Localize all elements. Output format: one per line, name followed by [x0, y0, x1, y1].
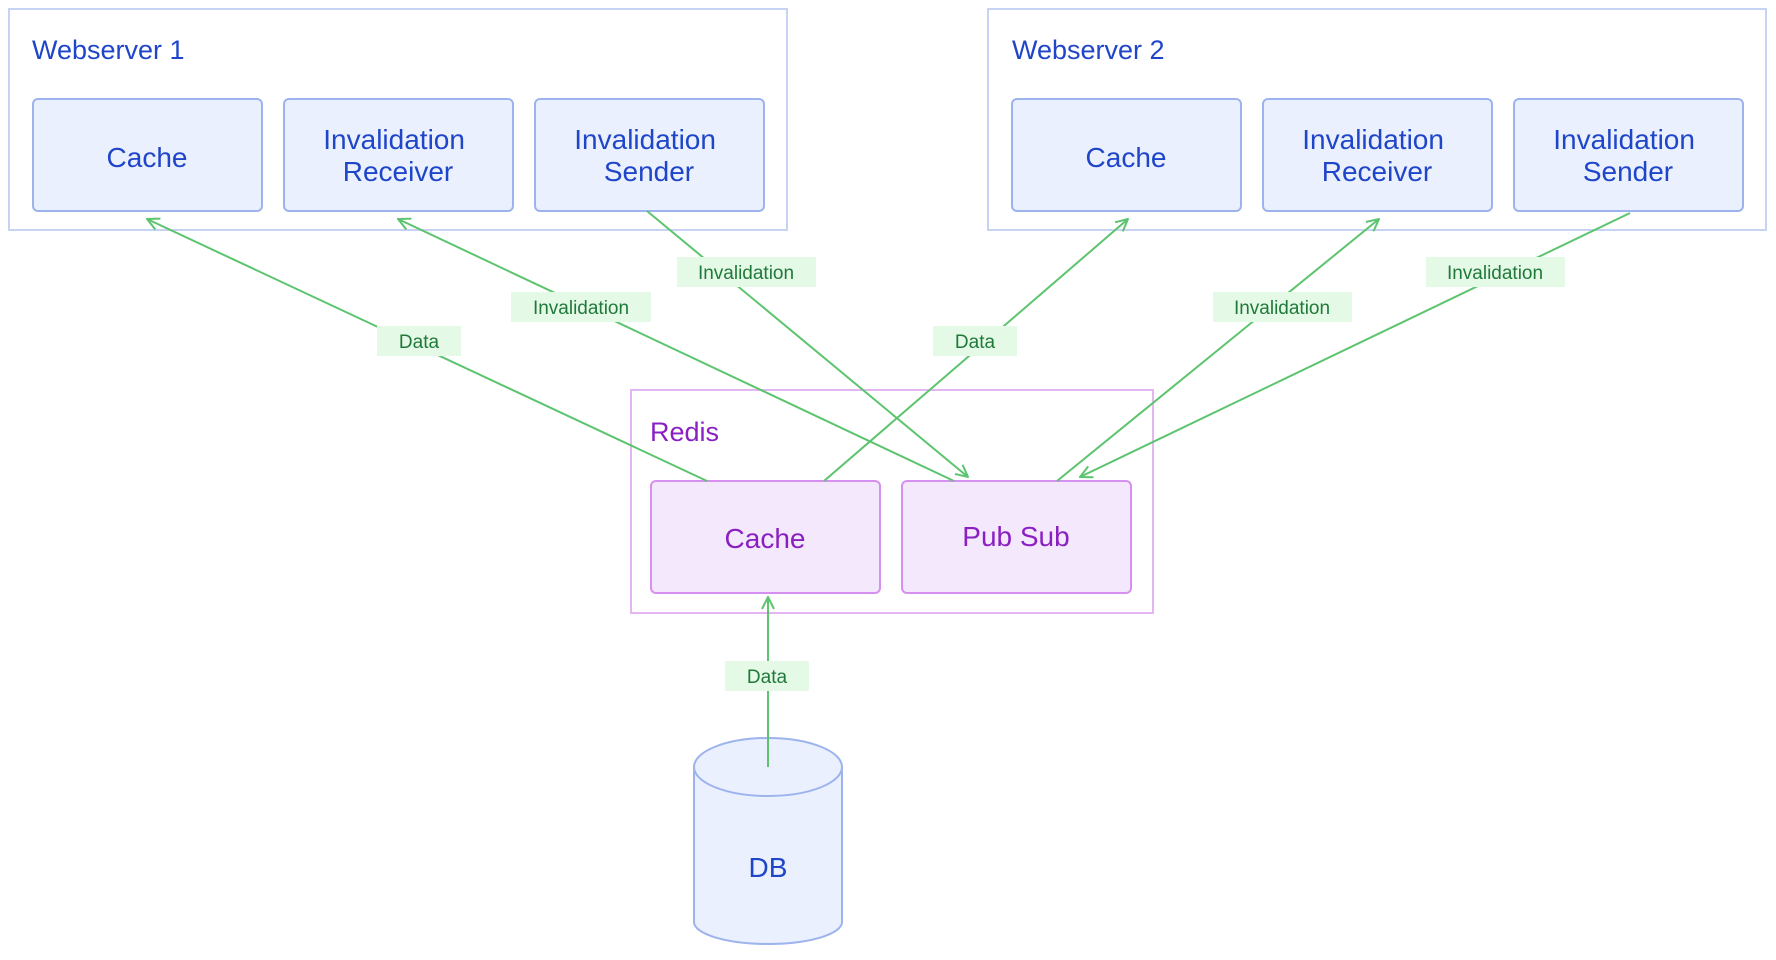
webserver-1-sender-label: Invalidation Sender — [574, 124, 723, 187]
edge-label-ws2-receiver-invalidation: Invalidation — [1213, 292, 1352, 322]
edge-ws2-sender-to-pubsub — [1080, 212, 1631, 477]
redis-pubsub-label: Pub Sub — [962, 521, 1069, 552]
edge-label-ws2-sender-invalidation-text: Invalidation — [1447, 263, 1543, 284]
redis-cache-node[interactable]: Cache — [650, 480, 881, 594]
redis-cache-label: Cache — [725, 523, 806, 554]
webserver-2-invalidation-sender-node[interactable]: Invalidation Sender — [1513, 98, 1744, 212]
edge-pubsub-to-ws1-receiver — [398, 219, 955, 482]
webserver-2-title: Webserver 2 — [1012, 35, 1165, 65]
edge-label-ws2-sender-invalidation: Invalidation — [1426, 257, 1565, 287]
edge-label-db-data-text: Data — [747, 667, 788, 688]
webserver-2-sender-label-line-1: Invalidation — [1553, 124, 1695, 155]
edge-ws1-sender-to-pubsub — [646, 210, 968, 477]
webserver-2-sender-label: Invalidation Sender — [1553, 124, 1702, 187]
webserver-2-sender-label-line-2: Sender — [1583, 156, 1673, 187]
db-cylinder-body — [693, 767, 843, 945]
edge-label-ws1-sender-invalidation-text: Invalidation — [698, 263, 794, 284]
webserver-2-cache-node[interactable]: Cache — [1011, 98, 1242, 212]
webserver-2-receiver-label-line-2: Receiver — [1322, 156, 1432, 187]
webserver-1-receiver-label: Invalidation Receiver — [323, 124, 472, 187]
edge-label-ws1-receiver-invalidation-text: Invalidation — [533, 298, 629, 319]
edge-label-ws2-data-text: Data — [955, 332, 996, 353]
webserver-1-receiver-label-line-1: Invalidation — [323, 124, 465, 155]
webserver-2-receiver-label: Invalidation Receiver — [1302, 124, 1451, 187]
webserver-2-cache-label: Cache — [1086, 142, 1167, 173]
webserver-2-invalidation-receiver-node[interactable]: Invalidation Receiver — [1262, 98, 1493, 212]
edge-label-ws2-data: Data — [933, 326, 1017, 356]
db-label: DB — [749, 852, 788, 883]
edge-label-ws1-receiver-invalidation: Invalidation — [511, 292, 651, 322]
edge-label-db-data: Data — [725, 661, 809, 691]
redis-group: Redis Cache Pub Sub — [630, 389, 1154, 614]
webserver-2-receiver-label-line-1: Invalidation — [1302, 124, 1444, 155]
edge-label-ws1-data: Data — [377, 326, 461, 356]
webserver-2-group: Webserver 2 Cache Invalidation Receiver … — [987, 8, 1767, 231]
redis-title: Redis — [650, 417, 719, 447]
webserver-1-receiver-label-line-2: Receiver — [343, 156, 453, 187]
webserver-1-title: Webserver 1 — [32, 35, 185, 65]
db-node[interactable]: DB — [693, 737, 843, 945]
edge-labels-layer: Data Invalidation Invalidation Data Inva… — [377, 257, 1565, 691]
webserver-1-sender-label-line-1: Invalidation — [574, 124, 716, 155]
webserver-1-group: Webserver 1 Cache Invalidation Receiver … — [8, 8, 788, 231]
webserver-1-cache-label: Cache — [107, 142, 188, 173]
webserver-1-invalidation-receiver-node[interactable]: Invalidation Receiver — [283, 98, 514, 212]
edge-label-ws1-data-text: Data — [399, 332, 440, 353]
edge-pubsub-to-ws2-receiver — [1056, 219, 1379, 482]
webserver-1-invalidation-sender-node[interactable]: Invalidation Sender — [534, 98, 765, 212]
edge-label-ws2-receiver-invalidation-text: Invalidation — [1234, 298, 1330, 319]
redis-pubsub-node[interactable]: Pub Sub — [901, 480, 1132, 594]
edge-label-ws1-sender-invalidation: Invalidation — [677, 257, 816, 287]
webserver-1-cache-node[interactable]: Cache — [32, 98, 263, 212]
webserver-1-sender-label-line-2: Sender — [604, 156, 694, 187]
